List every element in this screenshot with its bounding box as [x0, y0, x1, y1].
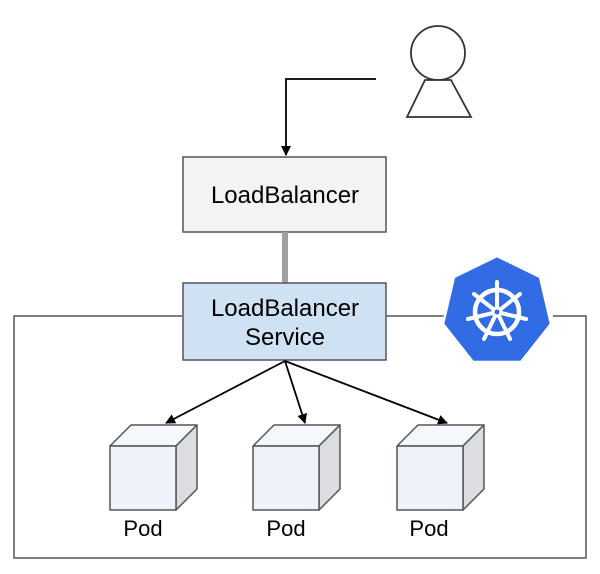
pod-1: Pod — [109, 424, 198, 541]
pod-label: Pod — [123, 516, 162, 541]
service-label-line1: LoadBalancer — [211, 295, 359, 322]
cluster-boundary — [13, 315, 587, 559]
service-to-pod-3-arrow — [284, 360, 448, 425]
cube-icon — [109, 424, 198, 511]
kubernetes-logo — [441, 254, 553, 364]
service-to-pod-2-arrow — [284, 360, 307, 424]
service-label-line2: Service — [245, 324, 325, 351]
cube-icon — [252, 424, 341, 511]
pod-label: Pod — [409, 516, 448, 541]
external-loadbalancer-label: LoadBalancer — [211, 182, 359, 209]
service-to-pod-1-arrow — [165, 360, 286, 424]
pod-3: Pod — [396, 424, 485, 541]
pod-2: Pod — [252, 424, 341, 541]
user-icon — [405, 25, 473, 118]
pod-label: Pod — [266, 516, 305, 541]
loadbalancer-service: LoadBalancer Service — [182, 282, 387, 361]
user-to-loadbalancer-arrow — [281, 78, 376, 156]
cube-icon — [396, 424, 485, 511]
external-loadbalancer: LoadBalancer — [182, 156, 387, 233]
